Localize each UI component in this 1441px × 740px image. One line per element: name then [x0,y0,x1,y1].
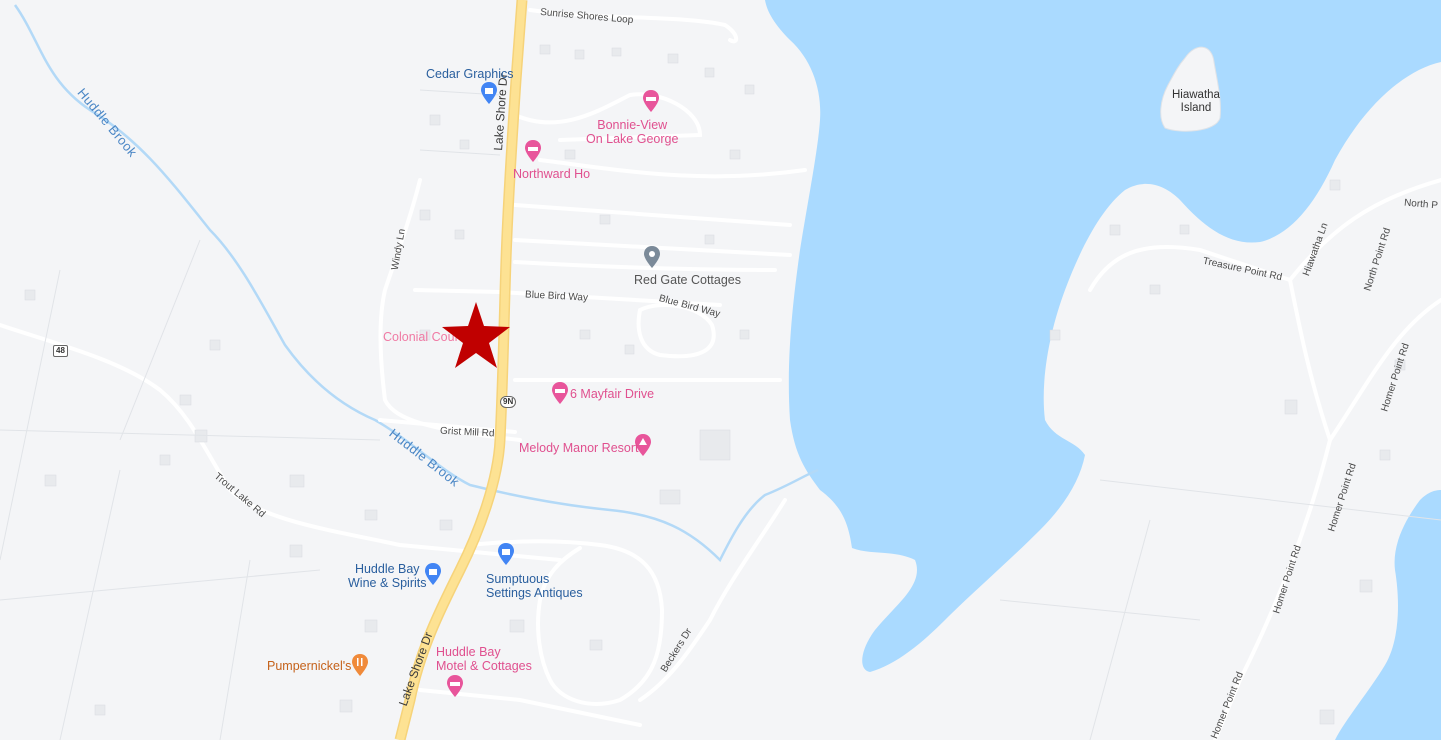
shopping-bag-icon[interactable] [497,543,515,565]
poi-label-northward-ho[interactable]: Northward Ho [513,167,591,181]
poi-label-colonial-court[interactable]: Colonial Cour [383,330,459,344]
shopping-bag-icon[interactable] [424,563,442,585]
resort-icon[interactable] [634,434,652,456]
poi-label-melody-manor-resort[interactable]: Melody Manor Resort [519,441,639,455]
bed-icon[interactable] [446,675,464,697]
lake-george [765,0,1441,672]
restaurant-icon[interactable] [351,654,369,676]
poi-label-red-gate-cottages[interactable]: Red Gate Cottages [634,273,742,287]
poi-label-huddle-wine-line2: Wine & Spirits [348,576,427,590]
poi-label-sumptuous-line1: Sumptuous [486,572,550,586]
poi-label-bonnie-view-line1: Bonnie-View [597,118,668,132]
bed-icon[interactable] [551,382,569,404]
poi-label-sumptuous-settings-antiques[interactable]: Sumptuous Settings Antiques [486,572,583,600]
location-pin-icon[interactable] [643,246,661,268]
poi-label-pumpernickels[interactable]: Pumpernickel's [267,659,352,673]
poi-label-huddle-wine-line1: Huddle Bay [354,562,420,576]
bed-icon[interactable] [524,140,542,162]
route-9n-shield: 9N [500,396,517,408]
right-bay [1335,490,1441,740]
poi-label-cedar-graphics[interactable]: Cedar Graphics [426,67,514,81]
route-48-shield: 48 [53,345,68,357]
island-label-hiawatha: Hiawatha Island [1172,89,1220,115]
star-marker-icon[interactable] [442,302,510,368]
poi-label-huddle-motel-line2: Motel & Cottages [436,659,532,673]
island-label-line2: Island [1180,102,1212,114]
poi-label-bonnie-view[interactable]: Bonnie-View On Lake George [586,118,678,146]
poi-label-sumptuous-line2: Settings Antiques [486,586,583,600]
shopping-bag-icon[interactable] [480,82,498,104]
hiawatha-island [1160,46,1221,132]
bed-icon[interactable] [642,90,660,112]
island-label-line1: Hiawatha [1172,89,1220,101]
poi-label-huddle-motel-line1: Huddle Bay [436,645,501,659]
poi-label-huddle-bay-motel-cottages[interactable]: Huddle Bay Motel & Cottages [436,645,532,673]
poi-label-6-mayfair-drive[interactable]: 6 Mayfair Drive [570,387,655,401]
poi-label-huddle-bay-wine-spirits[interactable]: Huddle Bay Wine & Spirits [348,562,427,590]
huddle-brook [13,4,819,563]
poi-label-bonnie-view-line2: On Lake George [586,132,679,146]
